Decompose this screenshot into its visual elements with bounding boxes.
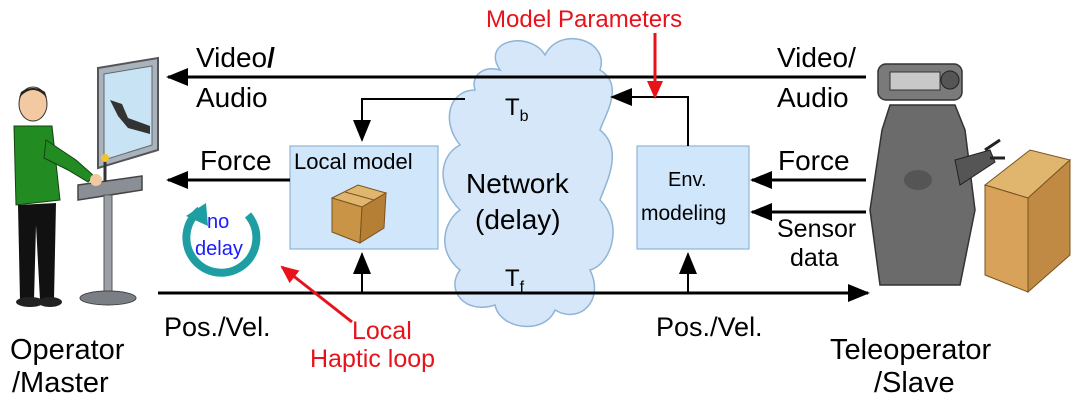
env-modeling-box [636, 145, 750, 250]
delay-label: (delay) [475, 204, 561, 235]
pos-vel-right-label: Pos./Vel. [656, 312, 763, 342]
monitor-icon [97, 56, 159, 170]
tb-label: Tb [505, 94, 529, 125]
model-parameters-label: Model Parameters [486, 6, 683, 33]
local-model-label: Local model [294, 149, 413, 174]
network-label: Network [466, 168, 569, 199]
force-right-label: Force [778, 145, 850, 176]
delay-small-label: delay [195, 238, 243, 260]
audio-left-label: Audio [196, 82, 268, 113]
robot-figure [869, 63, 1005, 286]
haptic-device-icon [77, 154, 143, 306]
sensor-data-label: data [790, 244, 839, 272]
network-cloud [442, 37, 614, 327]
teleoperator-label: Teleoperator [830, 334, 992, 366]
haptic-loop-pointer [280, 265, 353, 324]
operator-figure [13, 86, 102, 307]
force-left-label: Force [200, 145, 272, 176]
modeling-label: modeling [641, 202, 727, 225]
cardboard-box-icon [983, 149, 1072, 294]
slave-label: /Slave [874, 367, 955, 399]
haptic-loop-label: Haptic loop [310, 345, 436, 373]
video-right-label: Video/ [777, 42, 856, 73]
video-left-label: Video/ [196, 42, 275, 73]
tf-label: Tf [505, 265, 525, 296]
circular-arrow-icon [182, 203, 261, 277]
env-label: Env. [668, 169, 707, 191]
audio-right-label: Audio [777, 82, 849, 113]
pos-vel-left-label: Pos./Vel. [164, 312, 271, 342]
sensor-label: Sensor [777, 215, 857, 243]
network-to-local-arrow [353, 98, 465, 142]
operator-label: Operator [10, 334, 125, 366]
no-label: no [207, 211, 230, 233]
cardboard-box-icon [330, 184, 388, 244]
local-label: Local [352, 317, 412, 345]
env-to-network-arrow [610, 88, 689, 146]
master-label: /Master [12, 367, 109, 399]
